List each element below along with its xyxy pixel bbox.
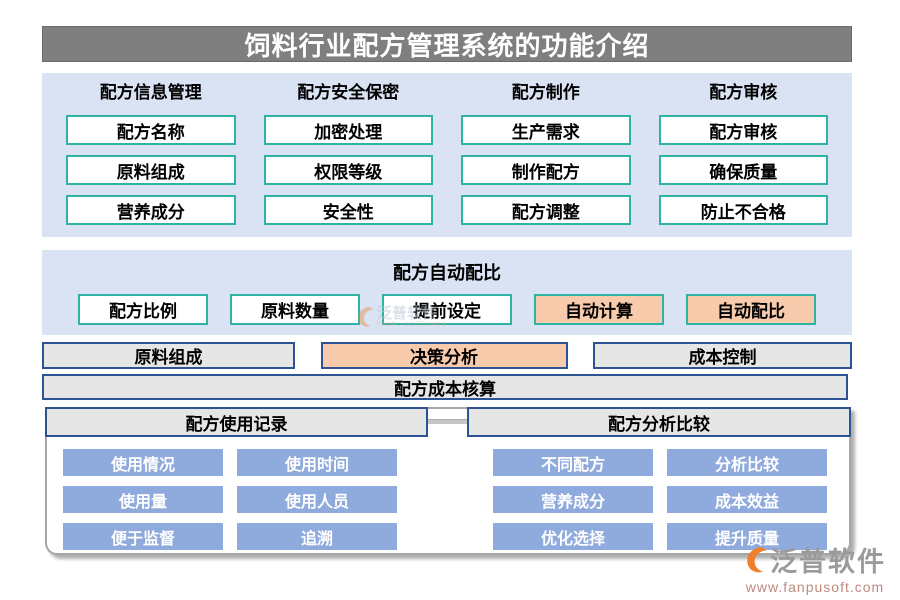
- auto-ratio-box: 配方比例: [78, 294, 208, 325]
- function-column-security: 配方安全保密 加密处理 权限等级 安全性: [263, 81, 433, 225]
- auto-ratio-box: 原料数量: [230, 294, 360, 325]
- compare-item: 成本效益: [667, 486, 827, 513]
- feature-box: 营养成分: [66, 195, 236, 225]
- compare-item: 不同配方: [493, 449, 653, 476]
- column-header: 配方审核: [709, 83, 778, 102]
- page-title: 饲料行业配方管理系统的功能介绍: [42, 26, 852, 62]
- analysis-compare-grid: 不同配方 分析比较 营养成分 成本效益 优化选择 提升质量: [493, 449, 827, 550]
- auto-ratio-box-highlight: 自动计算: [534, 294, 664, 325]
- function-column-info: 配方信息管理 配方名称 原料组成 营养成分: [66, 81, 236, 225]
- auto-ratio-box: 提前设定: [382, 294, 512, 325]
- analysis-box: 原料组成: [42, 342, 295, 369]
- compare-item: 提升质量: [667, 523, 827, 550]
- fanpu-logo-icon: [744, 546, 768, 578]
- group-connector-line: [426, 419, 468, 424]
- column-header: 配方制作: [511, 83, 580, 102]
- compare-item: 分析比较: [667, 449, 827, 476]
- usage-record-header: 配方使用记录: [45, 407, 428, 437]
- usage-item: 使用量: [63, 486, 223, 513]
- usage-item: 追溯: [237, 523, 397, 550]
- watermark-url: www.fanpusoft.com: [745, 579, 885, 595]
- usage-item: 使用人员: [237, 486, 397, 513]
- auto-ratio-row: 配方比例 原料数量 提前设定 自动计算 自动配比: [42, 294, 852, 325]
- analysis-box-highlight: 决策分析: [320, 342, 568, 369]
- column-header: 配方安全保密: [297, 83, 400, 102]
- function-column-making: 配方制作 生产需求 制作配方 配方调整: [461, 81, 631, 225]
- compare-item: 营养成分: [493, 486, 653, 513]
- feature-box: 权限等级: [263, 155, 433, 185]
- function-column-review: 配方审核 配方审核 确保质量 防止不合格: [658, 81, 828, 225]
- column-header: 配方信息管理: [99, 83, 202, 102]
- auto-ratio-box-highlight: 自动配比: [686, 294, 816, 325]
- usage-item: 便于监督: [63, 523, 223, 550]
- feature-box: 制作配方: [461, 155, 631, 185]
- feature-box: 原料组成: [66, 155, 236, 185]
- compare-item: 优化选择: [493, 523, 653, 550]
- feature-box: 确保质量: [658, 155, 828, 185]
- analysis-compare-header: 配方分析比较: [467, 407, 851, 437]
- auto-ratio-header: 配方自动配比: [393, 263, 501, 283]
- cost-accounting-bar: 配方成本核算: [42, 374, 848, 400]
- feature-box: 配方名称: [66, 115, 236, 145]
- feature-box: 配方审核: [658, 115, 828, 145]
- analysis-row: 原料组成 决策分析 成本控制: [42, 342, 852, 369]
- usage-item: 使用情况: [63, 449, 223, 476]
- feature-box: 配方调整: [461, 195, 631, 225]
- analysis-box: 成本控制: [593, 342, 852, 369]
- feature-box: 防止不合格: [658, 195, 828, 225]
- watermark-brand: 泛普软件: [770, 546, 886, 577]
- usage-record-grid: 使用情况 使用时间 使用量 使用人员 便于监督 追溯: [63, 449, 397, 550]
- function-panel: 配方信息管理 配方名称 原料组成 营养成分 配方安全保密 加密处理 权限等级 安…: [42, 73, 852, 237]
- watermark-corner: 泛普软件 www.fanpusoft.com: [744, 546, 886, 594]
- usage-item: 使用时间: [237, 449, 397, 476]
- feature-box: 安全性: [263, 195, 433, 225]
- feature-box: 生产需求: [461, 115, 631, 145]
- feature-box: 加密处理: [263, 115, 433, 145]
- auto-ratio-panel: 配方自动配比 配方比例 原料数量 提前设定 自动计算 自动配比: [42, 250, 852, 335]
